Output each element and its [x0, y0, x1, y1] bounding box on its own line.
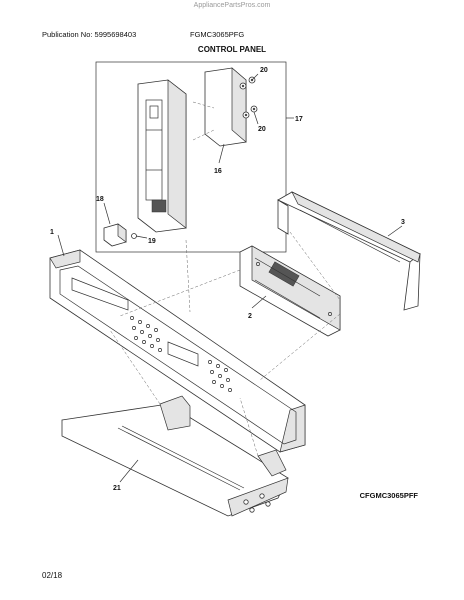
bracket-part-16	[192, 67, 247, 147]
callout-3: 3	[401, 219, 405, 226]
mounting-plate-part-21	[61, 395, 289, 517]
callout-19: 19	[148, 238, 156, 245]
section-title: CONTROL PANEL	[197, 45, 267, 54]
revision-date: 02/18	[42, 571, 63, 580]
leader-lines	[57, 73, 403, 483]
watermark: AppliancePartsPros.com	[193, 2, 271, 9]
display-window	[167, 341, 199, 367]
callout-21: 21	[113, 485, 121, 492]
keypad-buttons	[130, 316, 232, 392]
overlay-panel	[137, 79, 187, 233]
trim-part-3	[277, 191, 421, 311]
callout-17: 17	[295, 116, 303, 123]
diagram-reference: CFGMC3065PFF	[359, 491, 418, 500]
callout-2: 2	[248, 313, 252, 320]
callout-20-bottom: 20	[258, 126, 266, 133]
inset-box	[95, 61, 287, 253]
callout-20-top: 20	[260, 67, 268, 74]
callout-1: 1	[50, 229, 54, 236]
publication-number: Publication No: 5995698403	[42, 30, 137, 39]
knob-part-18	[103, 223, 127, 247]
model-number: FGMC3065PFG	[190, 30, 245, 39]
callout-18: 18	[96, 196, 104, 203]
alignment-lines	[109, 231, 341, 457]
control-board-part-2	[239, 245, 341, 337]
clip-part-19	[131, 233, 137, 239]
callout-16: 16	[214, 168, 222, 175]
